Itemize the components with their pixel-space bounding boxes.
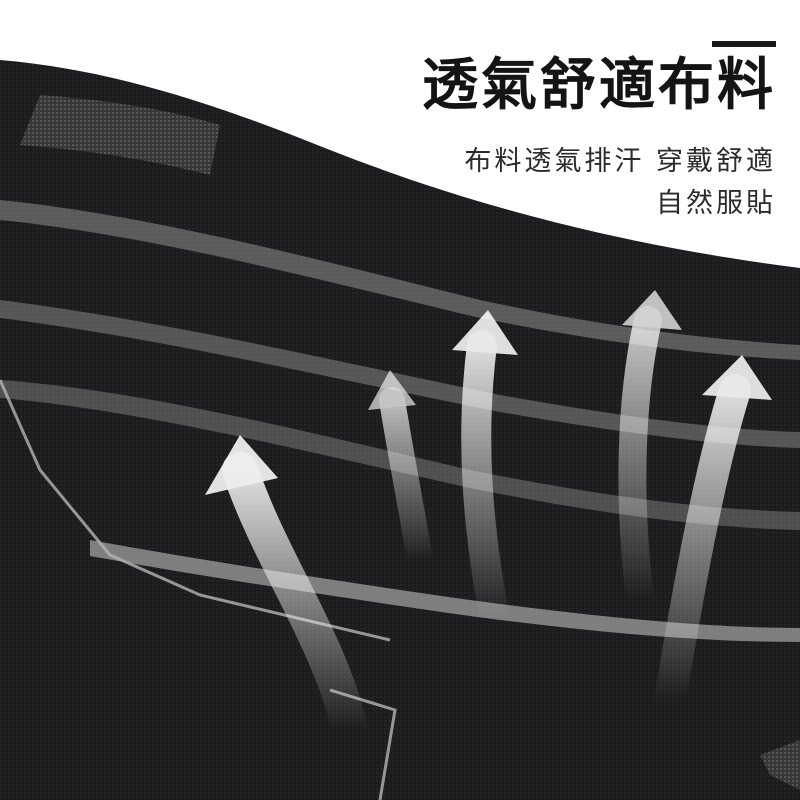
- fabric-seam: [0, 379, 391, 642]
- fabric-stripe: [0, 300, 800, 448]
- fabric-stripe: [20, 95, 220, 175]
- subtext-line-2: 自然服貼: [656, 188, 776, 219]
- fabric-stripe: [90, 540, 800, 642]
- airflow-arrow-icon: [654, 355, 772, 716]
- headline: 透氣舒適布料: [422, 53, 776, 118]
- airflow-arrow-icon: [205, 435, 368, 748]
- fabric-stripe: [0, 200, 800, 360]
- airflow-arrow-icon: [452, 310, 518, 635]
- airflow-arrow-icon: [618, 290, 682, 614]
- fabric-stripe: [760, 740, 800, 790]
- accent-bar: [712, 41, 776, 47]
- airflow-arrow-icon: [368, 370, 433, 573]
- subtext-line-1: 布料透氣排汗 穿戴舒適: [464, 146, 776, 177]
